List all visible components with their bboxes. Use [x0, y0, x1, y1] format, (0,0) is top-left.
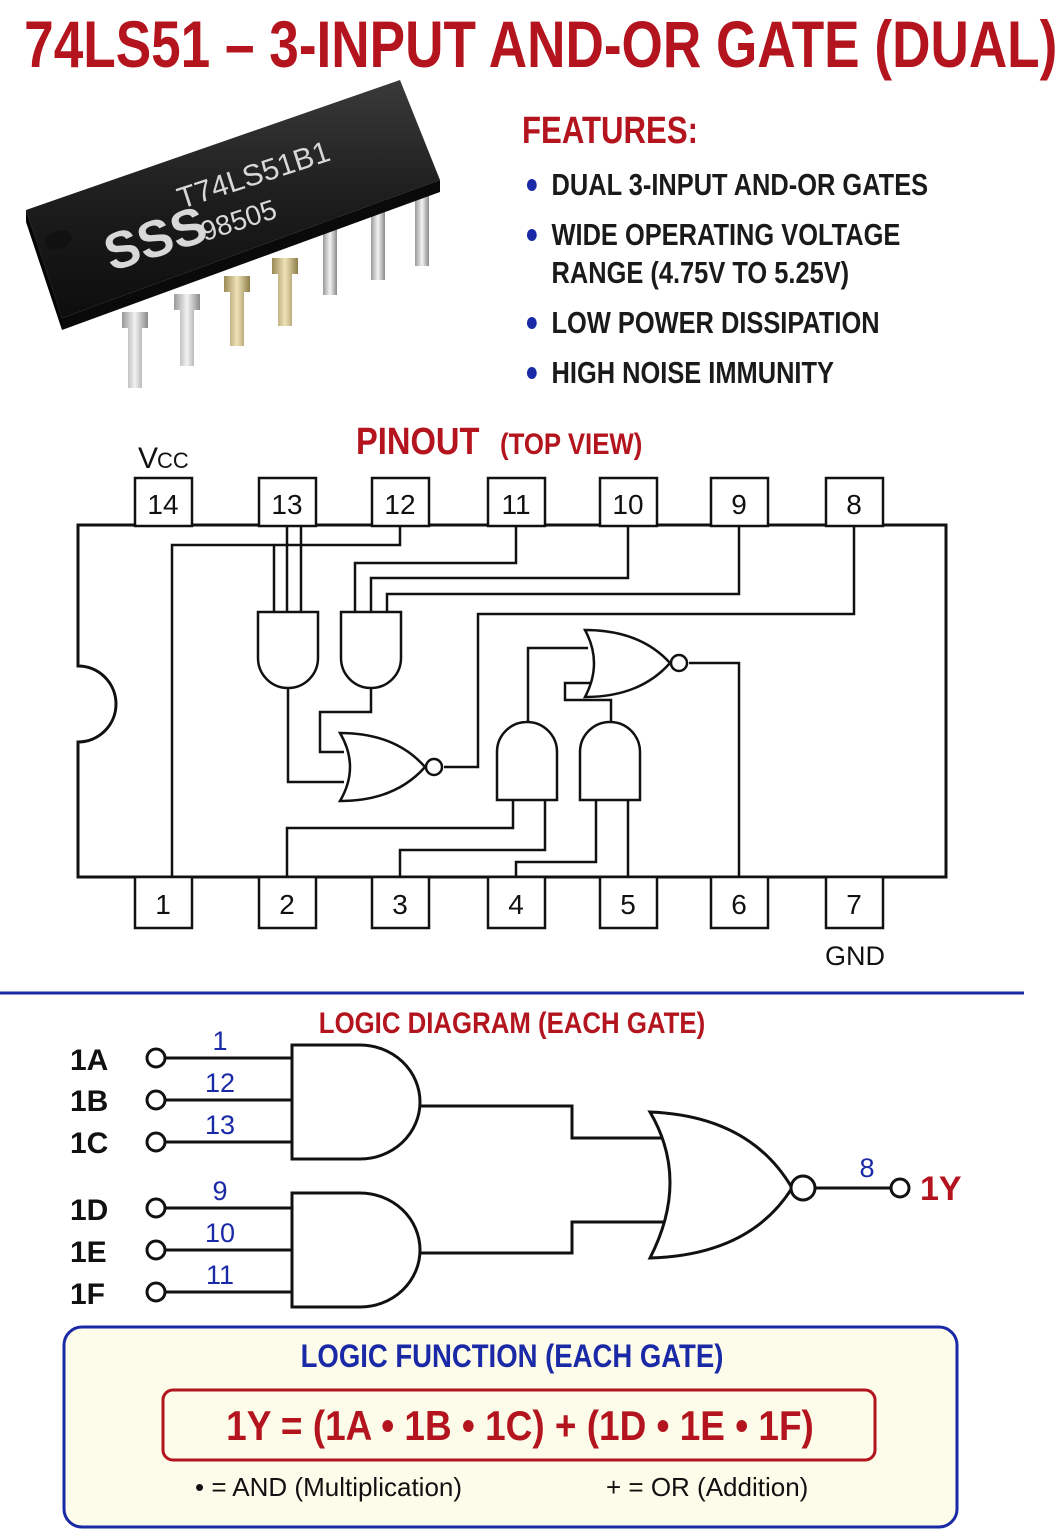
- logic-diagram-title: LOGIC DIAGRAM (EACH GATE): [319, 1006, 705, 1039]
- pin-box: [824, 476, 885, 528]
- input-label: 1C: [70, 1127, 108, 1160]
- nor-gate-output: [647, 1110, 794, 1260]
- pin-box: [370, 476, 431, 528]
- input-label: 1B: [70, 1085, 108, 1118]
- input-label: 1D: [70, 1194, 108, 1227]
- input-pin-number: 1: [212, 1026, 227, 1056]
- feature-text: HIGH NOISE IMMUNITY: [551, 355, 834, 390]
- input-label: 1A: [70, 1044, 108, 1077]
- input-label: 1F: [70, 1278, 105, 1311]
- input-terminal: [145, 1281, 167, 1303]
- pin-box: [370, 875, 431, 930]
- logic-function-title: LOGIC FUNCTION (EACH GATE): [301, 1339, 724, 1374]
- chip-illustration: SSS T74LS51B1 98505: [26, 80, 440, 388]
- input-pin-number: 9: [212, 1176, 227, 1206]
- top-pin-row: 14 13 12 11 10 9 8: [133, 476, 885, 528]
- bullet-icon: [526, 317, 537, 329]
- inverter-bubble: [424, 757, 444, 777]
- logic-gates: [290, 1043, 911, 1309]
- pin-number: 9: [731, 489, 747, 520]
- output-inverter-bubble: [789, 1174, 817, 1202]
- input-pin-number: 12: [205, 1068, 235, 1098]
- input-terminal: [145, 1089, 167, 1111]
- pinout-gates: [256, 610, 689, 803]
- input-terminal: [145, 1131, 167, 1153]
- pin-number: 8: [846, 489, 862, 520]
- and-gate: [578, 720, 642, 802]
- input-terminal: [145, 1239, 167, 1261]
- inverter-bubble: [669, 653, 689, 673]
- and-gate: [256, 610, 320, 690]
- features-title: FEATURES:: [522, 110, 698, 152]
- input-pin-number: 13: [205, 1110, 235, 1140]
- feature-text: WIDE OPERATING VOLTAGE RANGE (4.75V TO 5…: [551, 217, 901, 290]
- pin-box: [598, 476, 659, 528]
- pin-number: 6: [731, 889, 747, 920]
- pin-box: [824, 875, 885, 930]
- equation-box: [161, 1388, 877, 1462]
- and-legend: • = AND (Multiplication): [195, 1472, 462, 1502]
- chip-front-pins: [122, 258, 298, 388]
- input-terminal: [145, 1197, 167, 1219]
- pinout-subtitle: (TOP VIEW): [500, 427, 642, 460]
- page-title: 74LS51 – 3-INPUT AND-OR GATE (DUAL): [24, 7, 1057, 81]
- and-gate-lower: [290, 1191, 422, 1309]
- input-pin-number: 10: [205, 1218, 235, 1248]
- input-pin-number: 11: [206, 1260, 234, 1290]
- logic-equation: 1Y = (1A • 1B • 1C) + (1D • 1E • 1F): [226, 1403, 814, 1450]
- nor-gate: [337, 731, 427, 803]
- pin-box: [133, 875, 194, 930]
- bullet-icon: [526, 367, 537, 379]
- feature-text: LOW POWER DISSIPATION: [551, 305, 880, 340]
- feature-item: HIGH NOISE IMMUNITY: [522, 354, 998, 392]
- pin-number: 12: [384, 489, 415, 520]
- pin-number: 3: [392, 889, 408, 920]
- pinout-title: PINOUT: [356, 420, 480, 463]
- pin-number: 2: [279, 889, 295, 920]
- pin-number: 14: [147, 489, 178, 520]
- internal-wiring: [170, 526, 856, 877]
- and-gate-upper: [290, 1043, 422, 1161]
- nor-gate: [582, 628, 672, 699]
- pin-number: 7: [846, 889, 862, 920]
- features-list: DUAL 3-INPUT AND-OR GATES WIDE OPERATING…: [522, 166, 998, 404]
- bullet-icon: [526, 229, 537, 241]
- and-gate: [495, 720, 559, 802]
- feature-item: WIDE OPERATING VOLTAGE RANGE (4.75V TO 5…: [522, 216, 998, 292]
- pin-box: [133, 476, 194, 528]
- feature-item: DUAL 3-INPUT AND-OR GATES: [522, 166, 998, 204]
- feature-text: DUAL 3-INPUT AND-OR GATES: [551, 167, 929, 202]
- vcc-subscript: CC: [157, 448, 189, 473]
- pin-number: 4: [508, 889, 524, 920]
- gnd-label: GND: [825, 941, 885, 971]
- pin-box: [486, 476, 547, 528]
- input-terminals: [145, 1047, 292, 1303]
- pin-number: 1: [155, 889, 171, 920]
- pin-number: 11: [501, 489, 530, 520]
- output-pin-number: 8: [859, 1153, 874, 1183]
- pin-number: 10: [612, 489, 643, 520]
- pin-number: 5: [620, 889, 636, 920]
- chip-body: [26, 80, 440, 318]
- chip-notch: [44, 230, 72, 250]
- input-terminal: [145, 1047, 167, 1069]
- and-gate: [339, 610, 403, 690]
- bullet-icon: [526, 179, 537, 191]
- output-terminal: [889, 1177, 911, 1199]
- feature-item: LOW POWER DISSIPATION: [522, 304, 998, 342]
- diagram-canvas: SSS T74LS51B1 98505 PINOUT (TOP VIEW) V …: [0, 80, 1024, 1529]
- logic-function-panel: LOGIC FUNCTION (EACH GATE) 1Y = (1A • 1B…: [62, 1325, 959, 1529]
- logic-diagram-section: LOGIC DIAGRAM (EACH GATE) 1A 1B 1C 1D 1E…: [70, 1006, 962, 1311]
- input-label: 1E: [70, 1236, 107, 1269]
- or-legend: + = OR (Addition): [606, 1472, 808, 1502]
- pin-box: [709, 875, 770, 930]
- output-label: 1Y: [920, 1170, 962, 1208]
- pin-number: 13: [271, 489, 302, 520]
- bottom-pin-row: 1 2 3 4 5 6 7: [133, 875, 885, 930]
- pinout-section: PINOUT (TOP VIEW) V CC GND 14 13 12 11 1…: [76, 420, 948, 971]
- vcc-label: V: [138, 442, 158, 475]
